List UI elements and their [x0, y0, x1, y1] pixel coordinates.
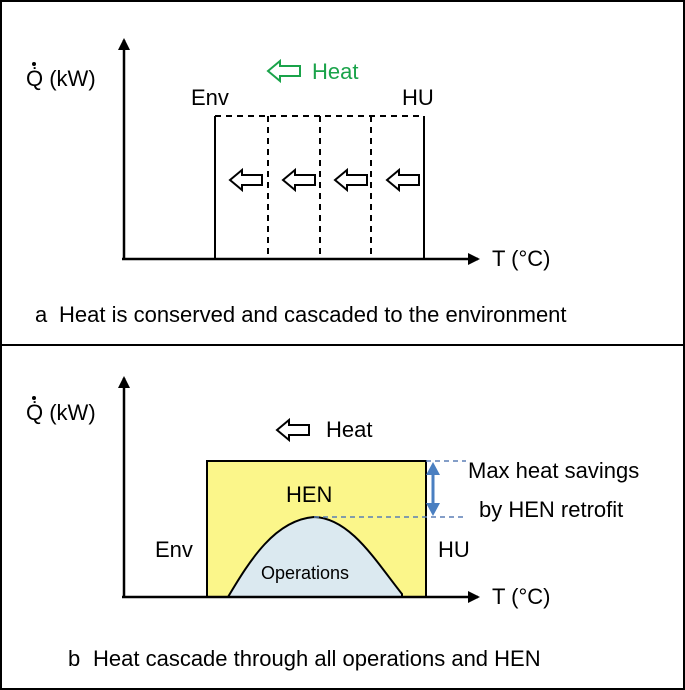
savings-arrow-down-icon — [426, 503, 440, 516]
panel-b: Q̇ (kW) T (°C) Heat HEN Operations Env H… — [26, 376, 639, 671]
panel-a-heat-arrow-icon — [266, 58, 301, 84]
panel-a-qdot — [32, 62, 36, 66]
panel-b-heat-label: Heat — [326, 417, 372, 442]
cascade-arrow-icon — [385, 167, 420, 193]
panel-a: Q̇ (kW) T (°C) Heat Env HU a Heat is con… — [26, 38, 567, 327]
savings-label-line2: by HEN retrofit — [479, 497, 623, 522]
panel-a-caption-letter: a — [35, 302, 48, 327]
savings-arrow-up-icon — [426, 462, 440, 475]
panel-a-x-label: T (°C) — [492, 246, 551, 271]
panel-b-caption: Heat cascade through all operations and … — [93, 646, 541, 671]
panel-a-hu-label: HU — [402, 85, 434, 110]
panel-a-env-label: Env — [191, 85, 229, 110]
savings-label-line1: Max heat savings — [468, 458, 639, 483]
cascade-arrow-icon — [281, 167, 316, 193]
cascade-arrow-icon — [228, 167, 263, 193]
operations-label: Operations — [261, 563, 349, 583]
panel-a-heat-label: Heat — [312, 59, 358, 84]
panel-b-heat-arrow-icon — [275, 417, 310, 443]
hen-label: HEN — [286, 482, 332, 507]
panel-a-y-label: Q̇ (kW) — [26, 66, 96, 91]
panel-b-caption-letter: b — [68, 646, 80, 671]
panel-b-qdot — [32, 396, 36, 400]
panel-b-env-label: Env — [155, 537, 193, 562]
panel-b-y-label: Q̇ (kW) — [26, 400, 96, 425]
cascade-arrow-icon — [333, 167, 368, 193]
panel-b-hu-label: HU — [438, 537, 470, 562]
panel-b-x-label: T (°C) — [492, 584, 551, 609]
panel-a-caption: Heat is conserved and cascaded to the en… — [59, 302, 567, 327]
